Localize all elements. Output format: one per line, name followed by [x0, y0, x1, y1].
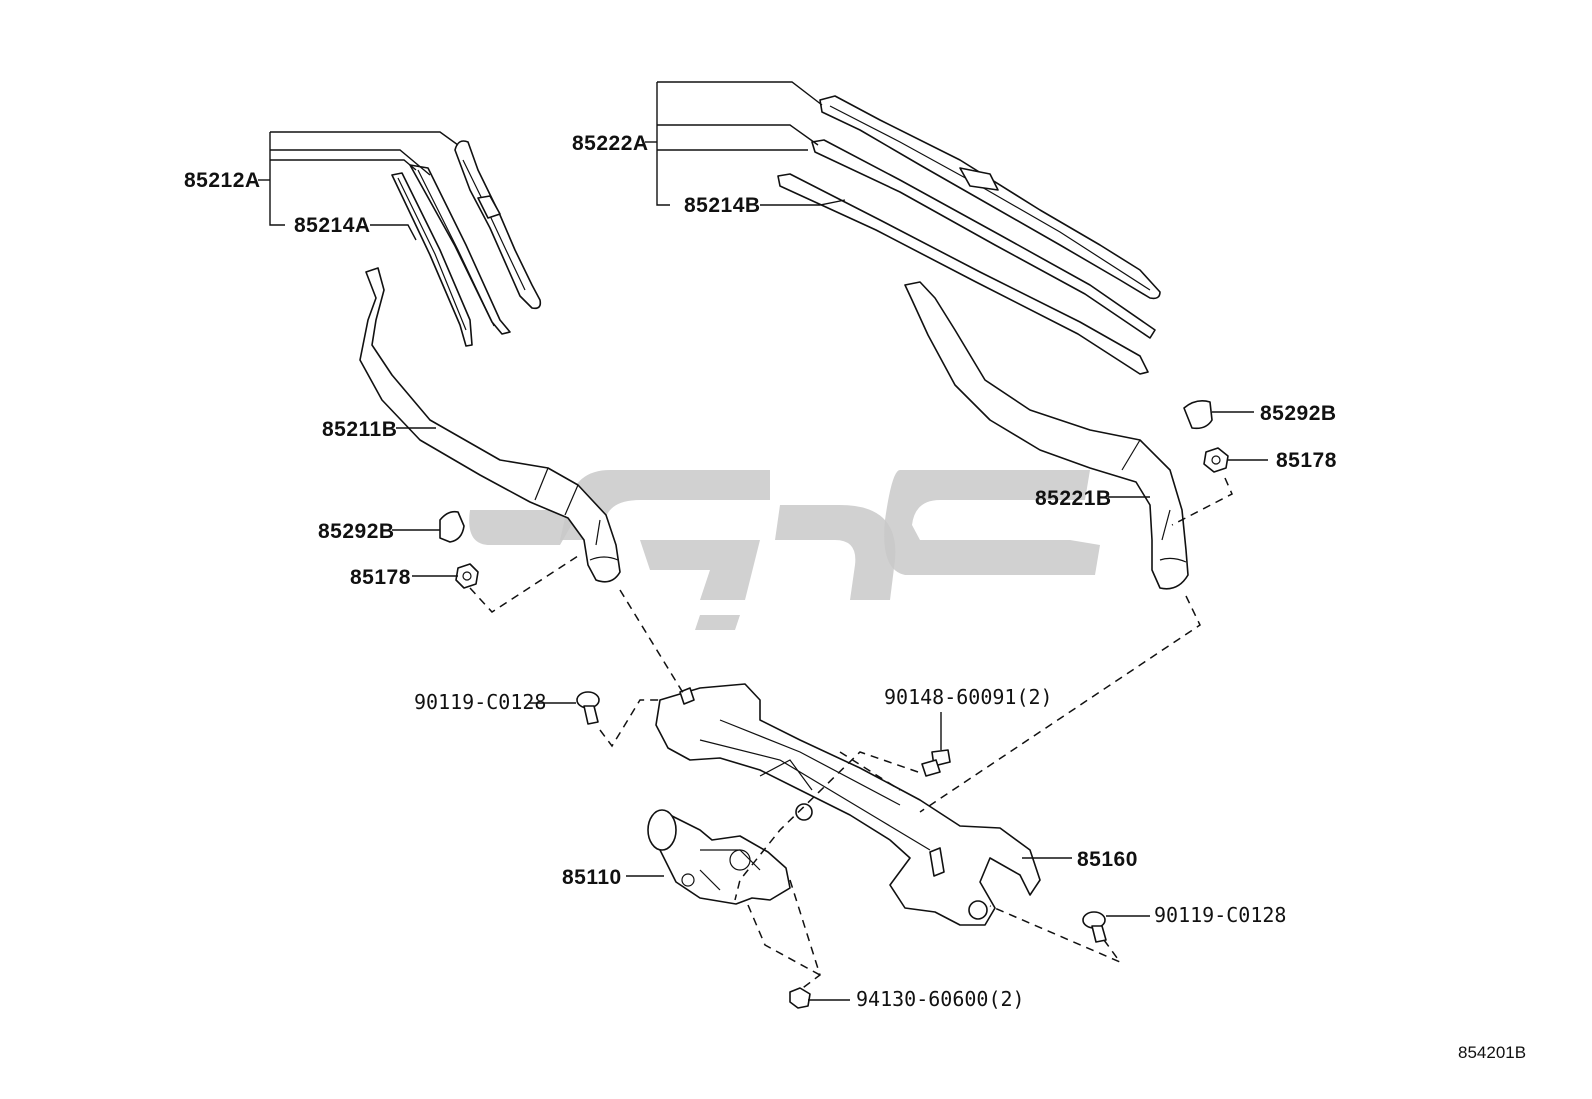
- label-85292B-right: 85292B: [1260, 402, 1337, 425]
- right-wiper-arm: [904, 281, 1189, 590]
- left-wiper-arm: [359, 267, 621, 583]
- leader-blade-right: [645, 81, 846, 206]
- label-90119-C0128-right: 90119-C0128: [1154, 903, 1286, 927]
- label-85292B-left: 85292B: [318, 520, 395, 543]
- label-85214B: 85214B: [684, 194, 761, 217]
- diagram-reference-code: 854201B: [1458, 1043, 1526, 1062]
- label-90148-60091: 90148-60091(2): [884, 685, 1053, 709]
- right-cap: [1183, 400, 1213, 430]
- label-85214A: 85214A: [294, 214, 371, 237]
- label-85178-right: 85178: [1276, 449, 1337, 472]
- bolt-middle: [921, 749, 951, 777]
- watermark-logo: [469, 470, 1100, 630]
- label-85222A: 85222A: [572, 132, 649, 155]
- left-nut: [455, 563, 479, 589]
- wiper-motor: [647, 809, 791, 905]
- left-wiper-rubber: [391, 172, 473, 347]
- nut-bottom: [789, 987, 811, 1009]
- right-wiper-blade: [811, 95, 1161, 339]
- label-85160: 85160: [1077, 848, 1138, 871]
- label-85110: 85110: [562, 866, 622, 889]
- leader-blade-left: [258, 131, 459, 241]
- right-nut: [1203, 447, 1229, 473]
- label-85221B: 85221B: [1035, 487, 1112, 510]
- label-90119-C0128-left: 90119-C0128: [414, 690, 546, 714]
- bolt-upper-left: [576, 691, 600, 725]
- bolt-right: [1082, 911, 1107, 943]
- label-85211B: 85211B: [322, 418, 397, 441]
- label-94130-60600: 94130-60600(2): [856, 987, 1025, 1011]
- label-85212A: 85212A: [184, 169, 261, 192]
- right-wiper-rubber: [777, 173, 1149, 375]
- wiper-linkage: [655, 683, 1041, 926]
- left-cap: [439, 510, 465, 543]
- label-85178-left: 85178: [350, 566, 411, 589]
- assembly-guide-lines: [469, 477, 1233, 991]
- left-wiper-blade: [409, 140, 542, 335]
- label-leaders: [392, 411, 1268, 1001]
